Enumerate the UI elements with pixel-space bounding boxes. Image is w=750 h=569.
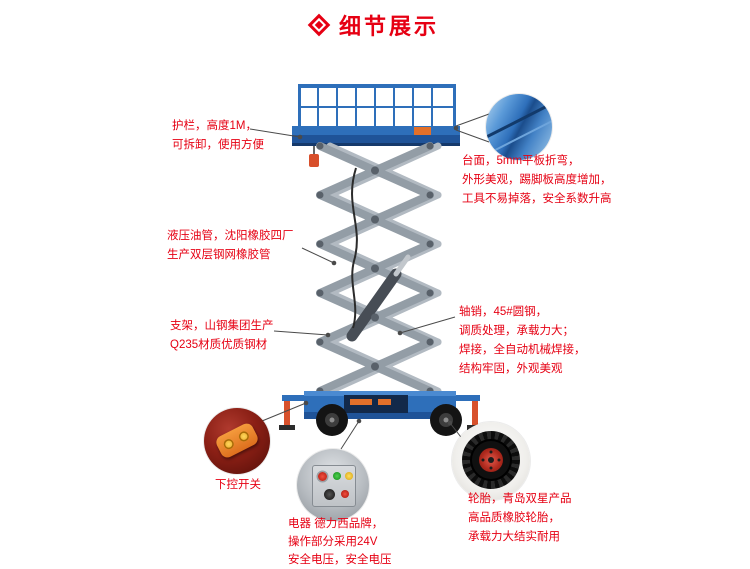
- callout-bracket-text: 支架，山钢集团生产 Q235材质优质钢材: [170, 317, 274, 355]
- callout-line: 承载力大结实耐用: [468, 531, 560, 543]
- diamond-icon: [307, 13, 331, 37]
- tire-photo: [452, 422, 530, 500]
- yellow-button-icon: [345, 472, 353, 480]
- callout-line: 支架，山钢集团生产: [170, 320, 274, 332]
- green-button-icon: [333, 472, 341, 480]
- hydraulic-cylinder: [346, 254, 411, 342]
- callout-guardrail-text: 护栏，高度1M， 可拆卸，使用方便: [172, 117, 264, 155]
- platform-detail-photo: [486, 94, 552, 160]
- callout-line: 焊接，全自动机械焊接，: [459, 344, 586, 356]
- emergency-stop-button-icon: [318, 472, 327, 481]
- page-header: 细节展示: [0, 10, 750, 40]
- remote-button-icon: [222, 437, 236, 451]
- callout-line: 下控开关: [215, 479, 261, 491]
- callout-remote-label: 下控开关: [211, 476, 265, 495]
- black-knob-icon: [324, 489, 335, 500]
- callout-line: 高品质橡胶轮胎，: [468, 512, 560, 524]
- callout-line: 电器 德力西品牌，: [288, 518, 384, 530]
- callout-line: 结构牢固，外观美观: [459, 363, 563, 375]
- hydraulic-hose: [351, 167, 358, 329]
- wheel-hub: [479, 448, 503, 472]
- control-panel-photo: [297, 449, 369, 521]
- red-indicator-icon: [341, 490, 349, 498]
- callout-line: 护栏，高度1M，: [172, 120, 257, 132]
- callout-line: 安全电压，安全电压: [288, 554, 392, 566]
- remote-device: [213, 421, 261, 460]
- callout-line: 台面，5mm平板折弯，: [462, 155, 580, 167]
- callout-line: 外形美观，踢脚板高度增加，: [462, 174, 612, 186]
- panel-face: [312, 465, 356, 507]
- guardrail: [298, 84, 456, 128]
- platform-deck: [292, 126, 460, 167]
- pivot-pins: [316, 142, 434, 395]
- callout-line: Q235材质优质钢材: [170, 339, 268, 351]
- callout-line: 液压油管，沈阳橡胶四厂: [167, 230, 294, 242]
- callout-line: 调质处理，承载力大；: [459, 325, 574, 337]
- callout-electric-text: 电器 德力西品牌， 操作部分采用24V 安全电压，安全电压: [288, 515, 392, 569]
- callout-pin-text: 轴销，45#圆钢， 调质处理，承载力大； 焊接，全自动机械焊接， 结构牢固，外观…: [459, 303, 586, 379]
- callout-tire-text: 轮胎，青岛双星产品 高品质橡胶轮胎， 承载力大结实耐用: [468, 490, 572, 547]
- callout-hose-text: 液压油管，沈阳橡胶四厂 生产双层钢网橡胶管: [167, 227, 294, 265]
- callout-line: 可拆卸，使用方便: [172, 139, 264, 151]
- callout-line: 工具不易掉落，安全系数升高: [462, 193, 612, 205]
- scissor-lift-illustration: [279, 84, 483, 436]
- remote-control-photo: [204, 408, 270, 474]
- callout-line: 生产双层钢网橡胶管: [167, 249, 271, 261]
- callout-line: 轴销，45#圆钢，: [459, 306, 548, 318]
- callout-platform-text: 台面，5mm平板折弯， 外形美观，踢脚板高度增加， 工具不易掉落，安全系数升高: [462, 152, 612, 209]
- page-title: 细节展示: [338, 14, 439, 39]
- tire: [462, 431, 520, 489]
- callout-line: 操作部分采用24V: [288, 536, 378, 548]
- callout-line: 轮胎，青岛双星产品: [468, 493, 572, 505]
- remote-button-icon: [237, 429, 251, 444]
